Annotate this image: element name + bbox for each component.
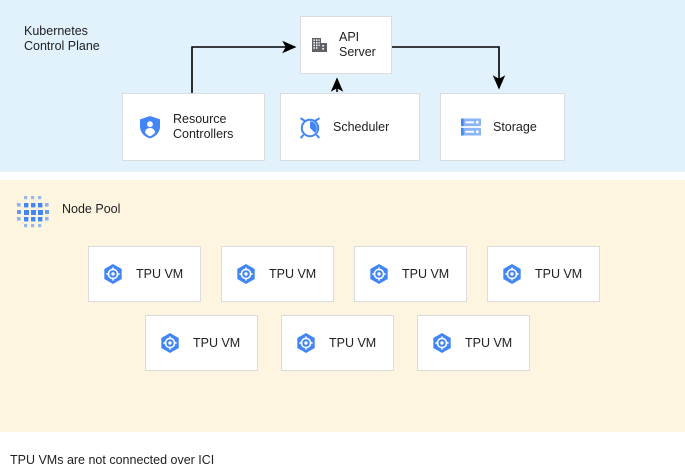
tpu-vm-card[interactable]: TPU VM [354,246,467,302]
tpu-hexagon-gear-icon [433,333,451,353]
tpu-vm-card-label: TPU VM [329,335,377,350]
control-plane-label: Kubernetes Control Plane [24,24,100,53]
tpu-vm-card[interactable]: TPU VM [417,315,530,371]
node-scheduler-label: Scheduler [333,119,390,134]
node-pool-section [0,180,685,432]
tpu-hexagon-gear-icon [370,264,388,284]
tpu-hexagon-gear-icon [297,333,315,353]
building-icon [312,38,327,52]
tpu-vm-card[interactable]: TPU VM [88,246,201,302]
tpu-hexagon-gear-icon [503,264,521,284]
node-storage-label: Storage [493,119,537,134]
tpu-vm-card-label: TPU VM [193,335,241,350]
tpu-vm-card-label: TPU VM [465,335,513,350]
tpu-hexagon-gear-icon [161,333,179,353]
shield-user-icon [140,116,160,139]
alarm-clock-icon [300,117,320,139]
tpu-vm-card-label: TPU VM [136,266,184,281]
tpu-vm-card-label: TPU VM [269,266,317,281]
node-scheduler[interactable]: Scheduler [280,93,420,161]
node-resource-controllers[interactable]: Resource Controllers [122,93,265,161]
node-api-server[interactable]: API Server [300,16,392,74]
tpu-vm-card-label: TPU VM [535,266,583,281]
node-storage[interactable]: Storage [440,93,565,161]
tpu-vm-card[interactable]: TPU VM [487,246,600,302]
diagram-caption: TPU VMs are not connected over ICI [10,453,215,467]
node-pool-dots-icon [17,196,49,228]
tpu-vm-card[interactable]: TPU VM [281,315,394,371]
node-pool-label: Node Pool [62,202,121,216]
server-rack-icon [461,118,481,136]
tpu-hexagon-gear-icon [104,264,122,284]
tpu-vm-card[interactable]: TPU VM [221,246,334,302]
node-resource-controllers-label: Resource Controllers [173,112,234,141]
tpu-hexagon-gear-icon [237,264,255,284]
tpu-vm-card-label: TPU VM [402,266,450,281]
node-api-server-label: API Server [339,30,376,59]
tpu-vm-card[interactable]: TPU VM [145,315,258,371]
